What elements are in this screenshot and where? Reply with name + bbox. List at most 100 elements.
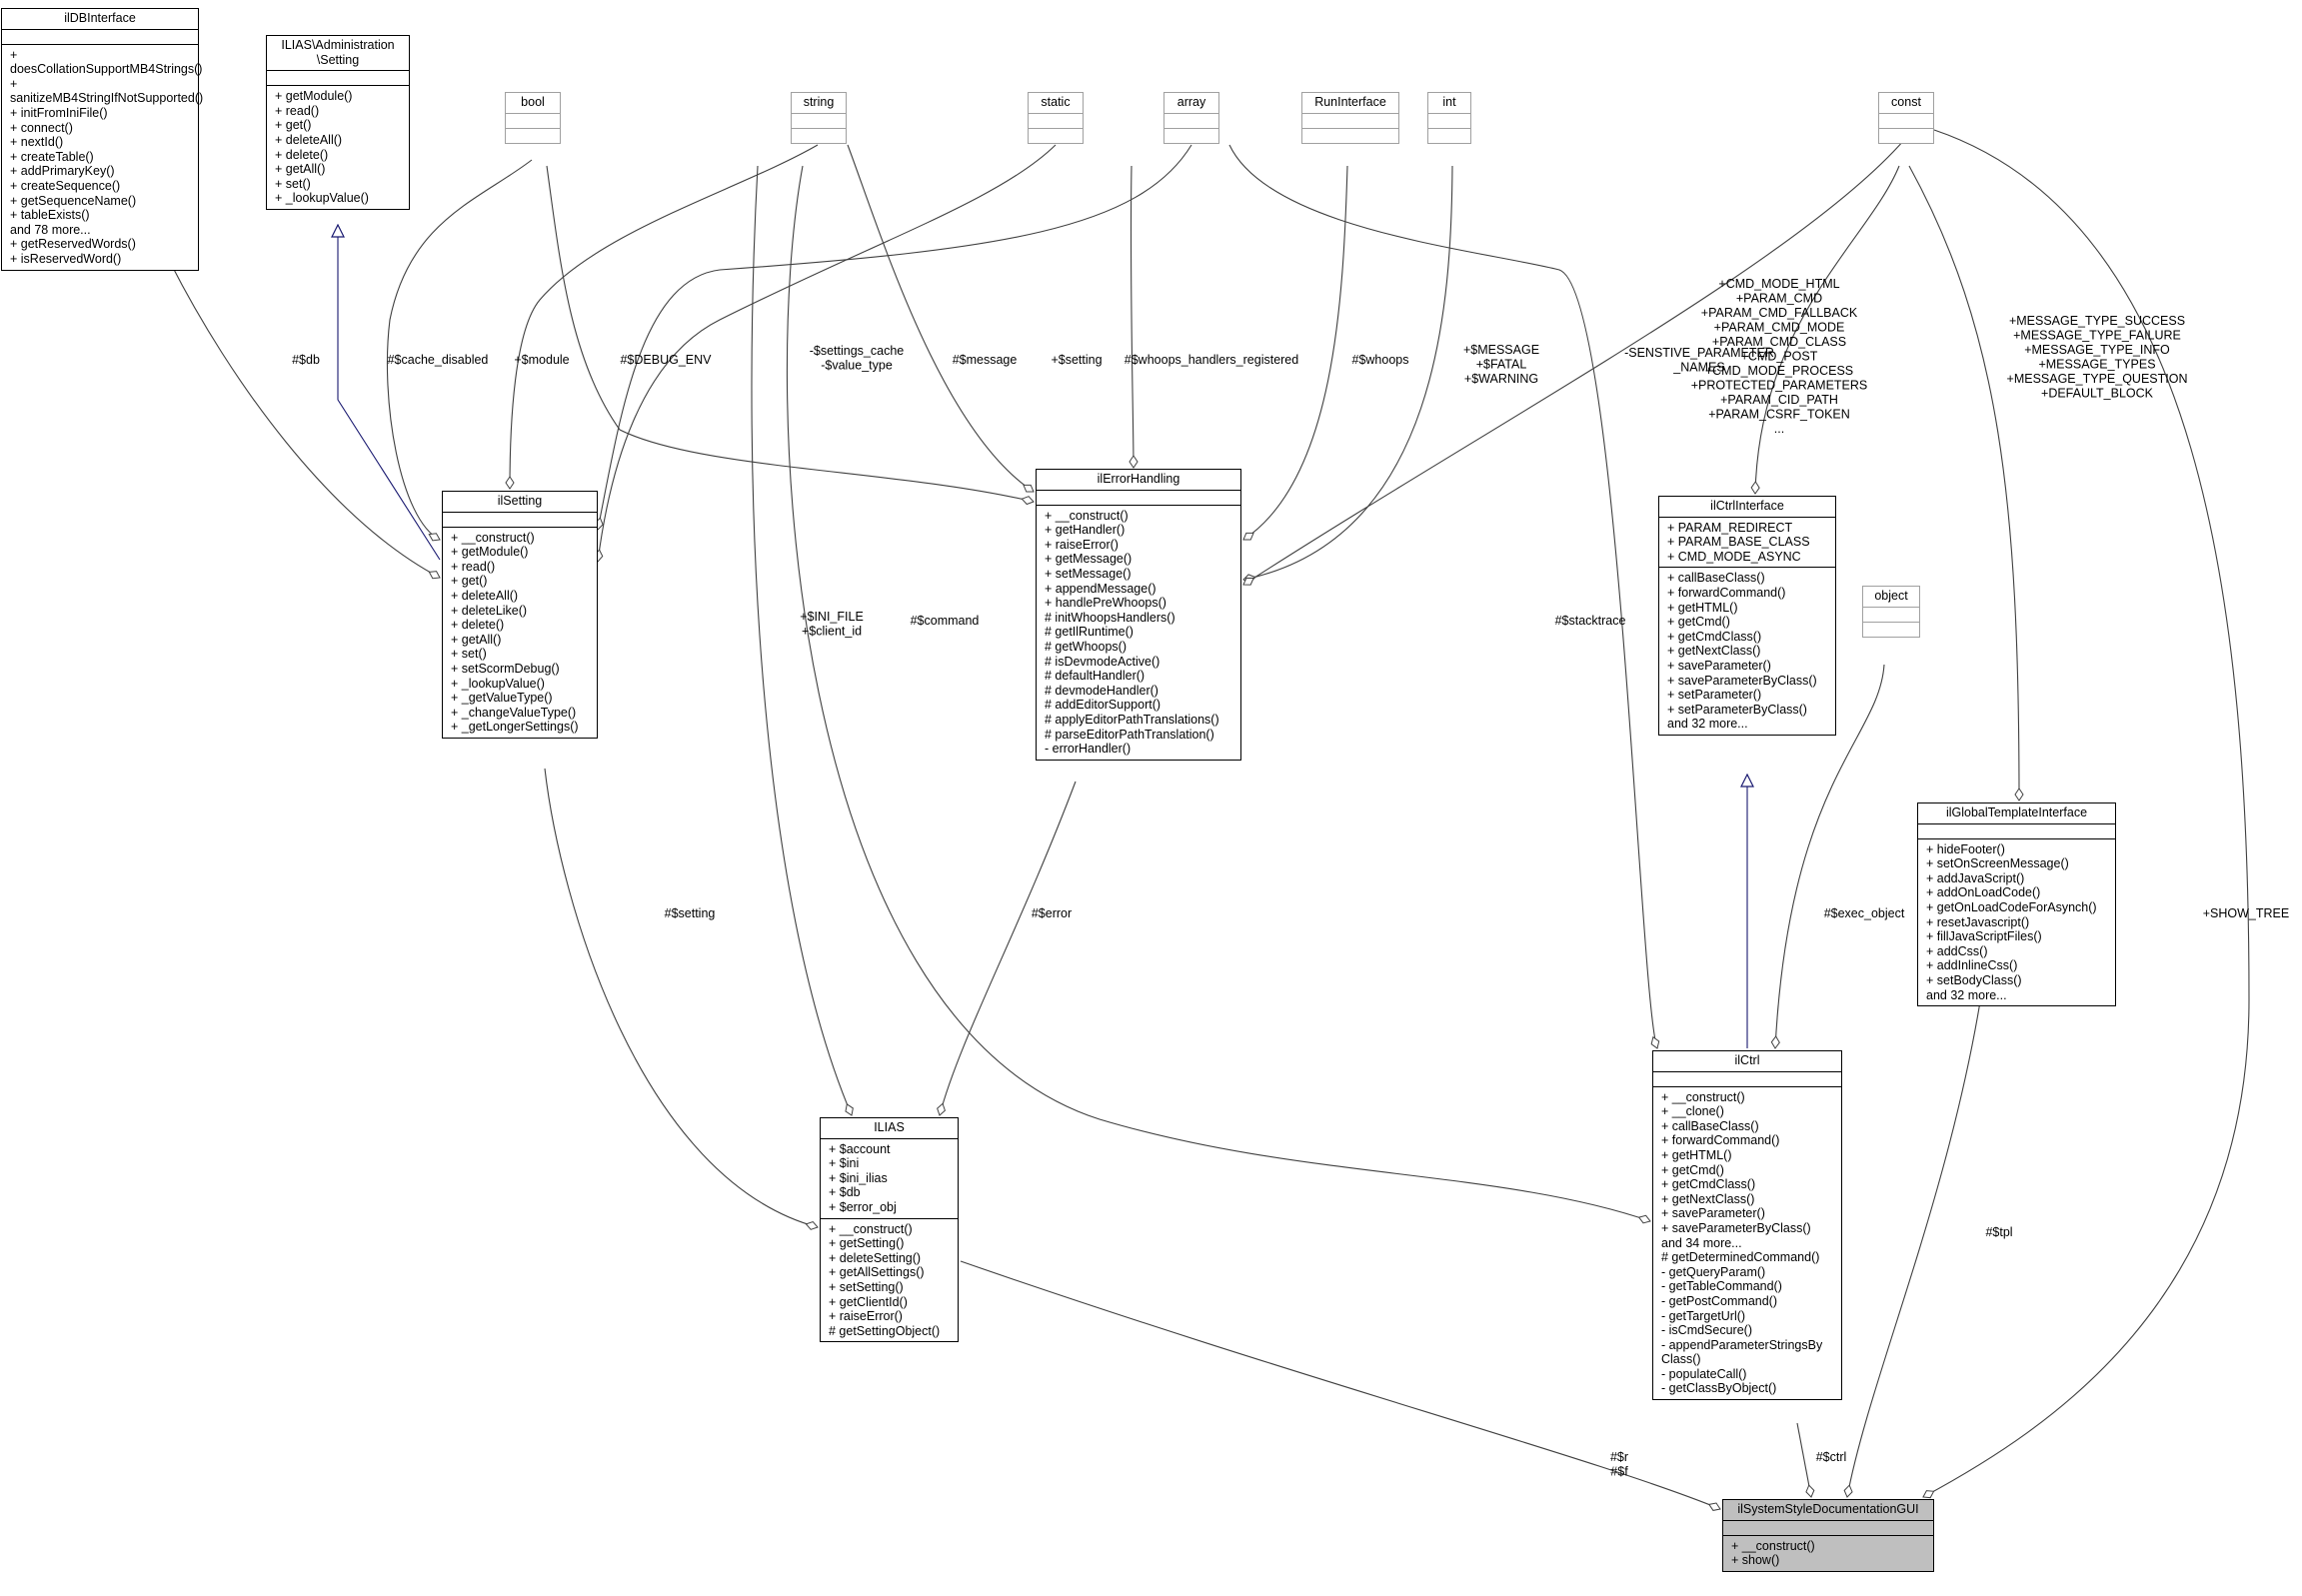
class-member: - getQueryParam() (1661, 1264, 1766, 1279)
class-member: + _getLongerSettings() (451, 720, 579, 735)
class-methods (1029, 129, 1083, 143)
class-title: static (1029, 93, 1083, 114)
type-int[interactable]: int (1427, 92, 1471, 144)
class-member: and 32 more... (1926, 987, 2007, 1002)
class-attributes (2, 30, 198, 45)
class-member: + callBaseClass() (1667, 571, 1765, 586)
relation-edge (546, 165, 1035, 506)
class-attributes (267, 71, 409, 87)
class-ilErrorHandling[interactable]: ilErrorHandling + __construct()+ getHand… (1036, 469, 1241, 761)
class-member: + setBodyClass() (1926, 972, 2022, 987)
relation-edge (1922, 129, 2250, 1499)
class-member: + getAll() (275, 162, 326, 177)
class-member: + getClientId() (829, 1294, 908, 1309)
class-methods: + hideFooter()+ setOnScreenMessage()+ ad… (1918, 839, 2115, 1006)
relation-edge (544, 768, 819, 1230)
type-bool[interactable]: bool (505, 92, 561, 144)
class-member: + addJavaScript() (1926, 870, 2025, 885)
class-ilSetting[interactable]: ilSetting + __construct()+ getModule()+ … (442, 491, 598, 739)
class-member: + addInlineCss() (1926, 958, 2018, 973)
relation-edge (1750, 165, 1900, 495)
class-member: - errorHandler() (1045, 742, 1132, 757)
type-RunInterface[interactable]: RunInterface (1301, 92, 1399, 144)
class-methods: + getModule()+ read()+ get()+ deleteAll(… (267, 86, 409, 209)
class-ilDBInterface[interactable]: ilDBInterface + doesCollationSupportMB4S… (1, 8, 204, 271)
class-member: + __construct() (1661, 1089, 1745, 1104)
class-member: # getSettingObject() (829, 1323, 941, 1338)
type-array[interactable]: array (1163, 92, 1219, 144)
class-attributes: + $account+ $ini+ $ini_ilias+ $db+ $erro… (821, 1139, 958, 1219)
class-member: - appendParameterStringsBy Class() (1661, 1337, 1823, 1367)
class-member: + setScormDebug() (451, 661, 560, 676)
class-methods (1302, 129, 1398, 143)
class-title: ilDBInterface (2, 9, 198, 30)
class-member: # initWhoopsHandlers() (1045, 610, 1175, 625)
class-member: + $db (829, 1185, 861, 1200)
class-attributes (506, 114, 560, 129)
class-member: + resetJavascript() (1926, 914, 2030, 929)
class-attributes (1863, 608, 1919, 623)
class-ilGlobalTemplateInterface[interactable]: ilGlobalTemplateInterface + hideFooter()… (1917, 802, 2116, 1007)
class-methods (1879, 129, 1933, 143)
class-member: + get() (451, 574, 488, 589)
relation-label-tpl: #$tpl (1985, 1225, 2012, 1239)
class-member: + appendMessage() (1045, 581, 1156, 596)
class-member: + sanitizeMB4StringIfNotSupported() (10, 76, 204, 106)
relation-label-debug-env: #$DEBUG_ENV (620, 353, 712, 367)
class-member: + createTable() (10, 149, 94, 164)
type-object[interactable]: object (1862, 586, 1920, 638)
relation-edge (786, 165, 1651, 1224)
class-member: + setParameterByClass() (1667, 702, 1807, 717)
relation-label-show-tree: +SHOW_TREE (2203, 906, 2289, 920)
class-member: + saveParameterByClass() (1667, 673, 1817, 688)
class-member: + set() (275, 176, 311, 191)
relation-label-ctrl-consts: +CMD_MODE_HTML+PARAM_CMD+PARAM_CMD_FALLB… (1691, 277, 1868, 436)
class-ilSystemStyleDocumentationGUI[interactable]: ilSystemStyleDocumentationGUI + __constr… (1722, 1499, 1934, 1572)
class-member: + deleteSetting() (829, 1250, 922, 1265)
relation-label-stacktrace: #$stacktrace (1555, 614, 1626, 628)
class-attributes (1037, 491, 1240, 506)
class-methods (1164, 129, 1218, 143)
class-title: string (792, 93, 846, 114)
class-member: + setMessage() (1045, 566, 1132, 581)
class-member: + delete() (275, 147, 329, 162)
relation-edge (1770, 664, 1885, 1049)
relation-label-ctrl: #$ctrl (1816, 1450, 1847, 1464)
type-const[interactable]: const (1878, 92, 1934, 144)
class-ILIAS[interactable]: ILIAS + $account+ $ini+ $ini_ilias+ $db+… (820, 1117, 959, 1343)
class-member: + getModule() (451, 545, 529, 560)
class-methods (1428, 129, 1470, 143)
class-member: + getOnLoadCodeForAsynch() (1926, 899, 2097, 914)
class-ilCtrl[interactable]: ilCtrl + __construct()+ __clone()+ callB… (1652, 1050, 1842, 1401)
relation-edge (338, 225, 441, 561)
class-member: + get() (275, 118, 312, 133)
class-methods: + __construct()+ __clone()+ callBaseClas… (1653, 1087, 1841, 1399)
class-member: + forwardCommand() (1661, 1133, 1780, 1148)
class-ILIAS-Administration-Setting[interactable]: ILIAS\Administration \Setting + getModul… (266, 35, 410, 210)
class-methods: + __construct()+ getHandler()+ raiseErro… (1037, 506, 1240, 760)
class-member: + __construct() (451, 530, 535, 545)
class-member: + addPrimaryKey() (10, 164, 115, 179)
class-methods: + __construct()+ getSetting()+ deleteSet… (821, 1219, 958, 1342)
class-member: + getCmd() (1661, 1162, 1724, 1177)
class-member: + getCmdClass() (1661, 1177, 1756, 1192)
type-string[interactable]: string (791, 92, 847, 144)
class-member: + read() (451, 559, 496, 574)
class-attributes (1918, 824, 2115, 839)
class-member: + raiseError() (1045, 537, 1119, 552)
class-member: # getWhoops() (1045, 639, 1127, 654)
class-member: + CMD_MODE_ASYNC (1667, 549, 1801, 564)
class-member: + nextId() (10, 135, 64, 150)
class-methods: + __construct()+ show() (1723, 1536, 1933, 1571)
relation-edge (594, 144, 1057, 563)
class-member: # isDevmodeActive() (1045, 654, 1160, 669)
class-member: + callBaseClass() (1661, 1118, 1759, 1133)
class-member: + getCmdClass() (1667, 629, 1762, 644)
class-attributes (1428, 114, 1470, 129)
class-member: + $ini_ilias (829, 1170, 888, 1185)
relation-edge (937, 781, 1077, 1116)
class-methods: + callBaseClass()+ forwardCommand()+ get… (1659, 568, 1835, 735)
type-static[interactable]: static (1028, 92, 1084, 144)
class-ilCtrlInterface[interactable]: ilCtrlInterface + PARAM_REDIRECT+ PARAM_… (1658, 496, 1836, 736)
